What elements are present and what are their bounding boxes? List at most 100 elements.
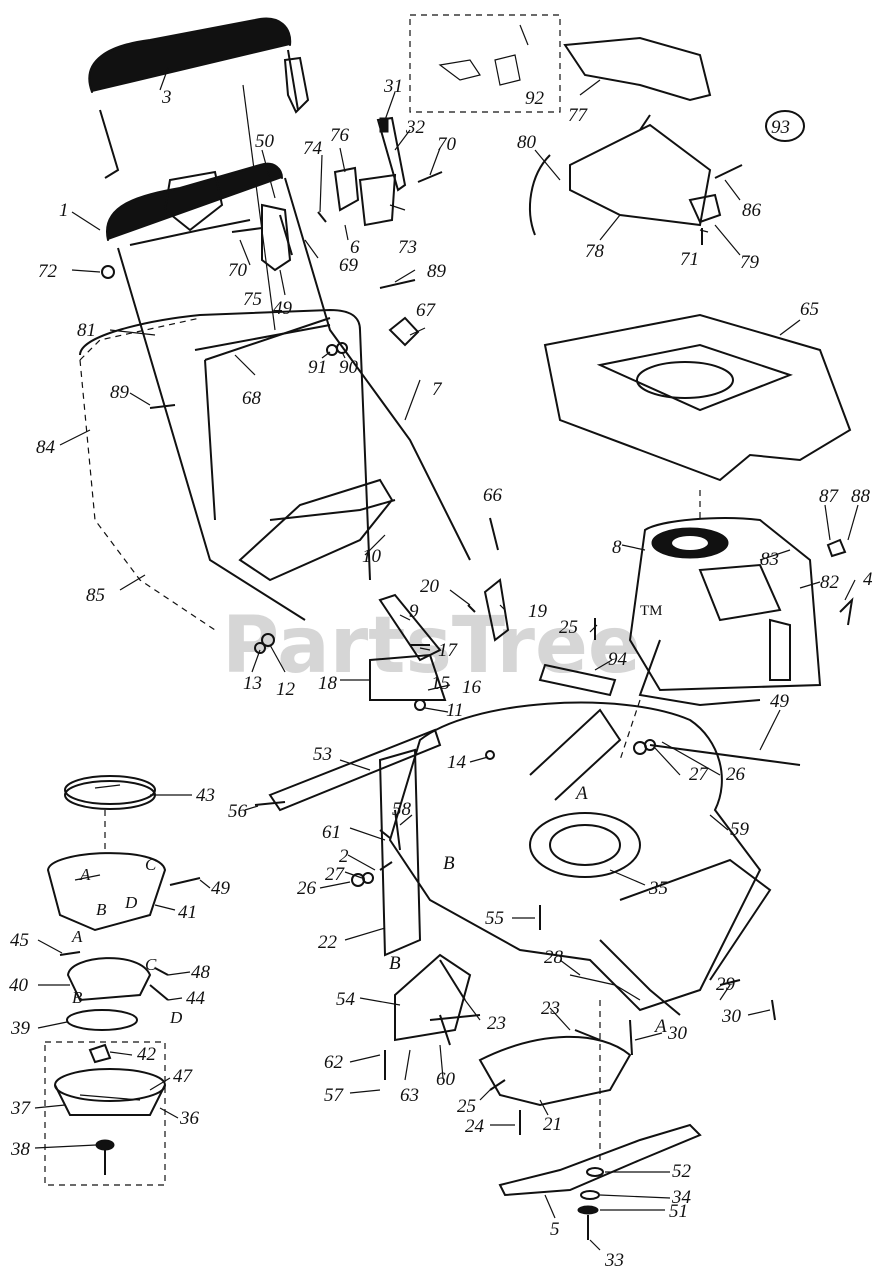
label-84: 84 — [36, 437, 56, 458]
axle-53 — [268, 728, 442, 812]
label-28: 28 — [544, 947, 564, 968]
label-13: 13 — [243, 673, 262, 694]
label-35: 35 — [648, 878, 668, 899]
pulley-43 — [64, 775, 156, 810]
adapter-52 — [586, 1167, 604, 1177]
spring-45 — [59, 951, 81, 956]
label-67: 67 — [416, 300, 437, 321]
label-74: 74 — [303, 138, 323, 159]
inset-box — [44, 1041, 166, 1186]
bolt-44 — [149, 984, 169, 1001]
label-49a: 49 — [273, 298, 293, 319]
label-58: 58 — [392, 799, 412, 820]
label-3: 3 — [161, 87, 172, 108]
screw-58 — [394, 809, 401, 851]
spring-23-right — [574, 1029, 601, 1041]
inset-92 — [409, 14, 561, 113]
label-83: 83 — [760, 549, 779, 570]
label-5: 5 — [550, 1219, 560, 1240]
spring-4 — [839, 597, 854, 626]
screw-20 — [467, 604, 476, 613]
label-16: 16 — [462, 677, 482, 698]
letter-a-1: A — [574, 783, 588, 804]
letter-b-4: B — [96, 900, 107, 919]
pin-74 — [317, 211, 327, 223]
label-91: 91 — [308, 357, 327, 378]
baffle-21 — [478, 1035, 632, 1107]
label-8: 8 — [612, 537, 622, 558]
label-1: 1 — [59, 200, 69, 221]
label-86: 86 — [742, 200, 762, 221]
label-24: 24 — [465, 1116, 485, 1137]
washer-38 — [95, 1139, 115, 1151]
label-47: 47 — [173, 1066, 194, 1087]
label-40: 40 — [9, 975, 29, 996]
screw-25-bottom — [489, 1079, 506, 1091]
nut-12 — [261, 633, 275, 647]
pin-49-left — [169, 877, 201, 886]
label-80: 80 — [517, 132, 537, 153]
part-28 — [569, 974, 641, 1001]
label-6: 6 — [350, 237, 360, 258]
watermark-tm: TM — [640, 603, 663, 619]
label-34: 34 — [671, 1187, 692, 1208]
label-60: 60 — [436, 1069, 456, 1090]
label-27a: 27 — [689, 764, 710, 785]
washer-13 — [254, 642, 266, 654]
disc-39 — [66, 1009, 138, 1031]
screw-30-left — [629, 1019, 633, 1056]
label-77: 77 — [568, 105, 589, 126]
label-30a: 30 — [667, 1023, 688, 1044]
bracket-19 — [483, 578, 510, 642]
label-23a: 23 — [487, 1013, 506, 1034]
cover-77 — [563, 36, 712, 102]
part-number-labels: 1 2 3 4 5 6 7 8 9 10 11 12 13 14 15 16 1… — [9, 76, 873, 1271]
label-52: 52 — [672, 1161, 692, 1182]
label-14: 14 — [447, 752, 467, 773]
label-53: 53 — [313, 744, 332, 765]
washer-34 — [580, 1190, 600, 1200]
height-bracket-54 — [394, 953, 481, 1042]
label-82: 82 — [820, 572, 840, 593]
diagram-ref: 93 — [771, 117, 790, 138]
label-22: 22 — [318, 932, 338, 953]
chute-frame-78 — [569, 114, 712, 227]
label-9: 9 — [409, 601, 419, 622]
bag-bar — [204, 317, 331, 361]
label-61: 61 — [322, 822, 341, 843]
diagram-ref-badge: 93 — [765, 110, 805, 142]
bracket-79 — [688, 193, 722, 224]
label-32: 32 — [405, 117, 426, 138]
label-7: 7 — [432, 379, 443, 400]
rod-80 — [529, 154, 551, 236]
letter-b-1: B — [443, 853, 455, 874]
blade-5 — [498, 1123, 702, 1197]
label-12: 12 — [276, 679, 296, 700]
label-87: 87 — [819, 486, 840, 507]
letter-d-2: D — [169, 1008, 183, 1027]
label-75: 75 — [243, 289, 262, 310]
label-41: 41 — [178, 902, 197, 923]
letter-a-4: A — [71, 927, 83, 946]
label-25b: 25 — [457, 1096, 476, 1117]
letter-a-3: A — [79, 865, 91, 884]
label-70a: 70 — [228, 260, 248, 281]
letter-b-3: B — [72, 988, 83, 1007]
washer-26-right — [644, 739, 656, 751]
label-59: 59 — [730, 819, 750, 840]
plate-40 — [66, 957, 152, 1002]
chute-35 — [529, 708, 622, 801]
height-bracket-22 — [378, 748, 422, 957]
bracket-29 — [719, 979, 741, 986]
label-20: 20 — [420, 576, 440, 597]
label-78: 78 — [585, 241, 605, 262]
label-89a: 89 — [110, 382, 130, 403]
label-26b: 26 — [297, 878, 317, 899]
lever-60 — [439, 1014, 451, 1046]
label-49b: 49 — [770, 691, 790, 712]
label-23b: 23 — [541, 998, 560, 1019]
cable-69 — [279, 214, 293, 256]
bracket-9 — [378, 593, 442, 662]
label-21: 21 — [543, 1114, 562, 1135]
